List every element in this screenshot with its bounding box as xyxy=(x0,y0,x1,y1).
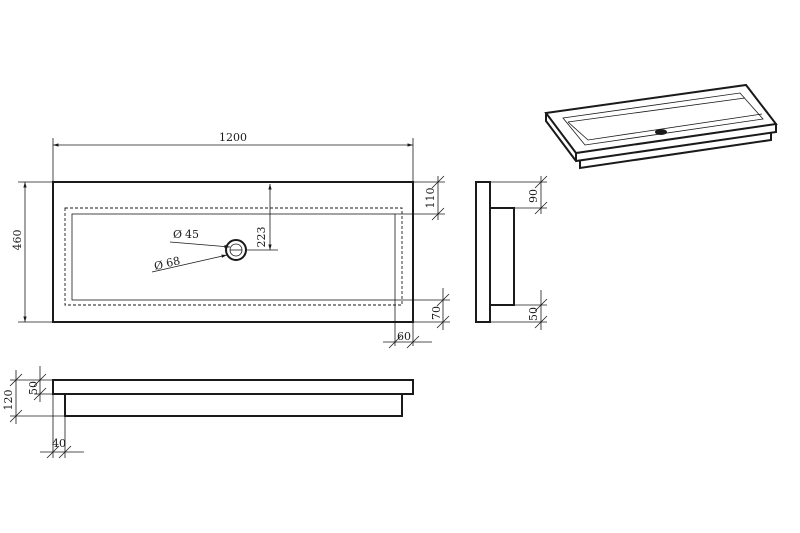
dim-side-step-label: 50 xyxy=(527,307,540,321)
dia-symbol-45: Ø xyxy=(173,228,182,241)
isometric-view xyxy=(544,83,778,170)
front-view: 120 50 40 xyxy=(2,366,414,459)
dim-rim-side: 60 xyxy=(383,300,432,349)
dim-drain-offset-label: 223 xyxy=(255,227,268,248)
dim-side-height: 90 xyxy=(490,175,548,215)
dim-total-length-label: 1200 xyxy=(219,131,247,144)
dim-side-step: 50 xyxy=(490,290,548,330)
dim-basin-bottom: 70 xyxy=(395,288,450,330)
iso-basin-wall xyxy=(567,113,763,141)
dim-rim-top-label: 110 xyxy=(424,188,437,209)
iso-basin-edge xyxy=(567,97,746,123)
dim-drain-inner-dia-label: 45 xyxy=(185,228,199,241)
dim-front-rim-height-label: 50 xyxy=(27,381,40,395)
drain-icon xyxy=(225,239,247,261)
plan-view: 1200 460 110 223 Ø 45 xyxy=(11,131,450,349)
dim-total-width: 460 xyxy=(11,181,53,323)
dim-drain-outer-dia: Ø 68 xyxy=(151,254,228,273)
dim-rim-side-label: 60 xyxy=(397,330,411,343)
dim-rim-top: 110 xyxy=(395,175,445,221)
iso-basin-opening xyxy=(562,92,764,146)
front-body xyxy=(64,393,403,417)
dim-side-height-label: 90 xyxy=(527,189,540,203)
dim-drain-offset: 223 xyxy=(246,184,278,251)
plan-outer-outline xyxy=(52,181,414,323)
dim-total-length: 1200 xyxy=(52,131,414,182)
plan-basin-dashed xyxy=(64,207,403,306)
dim-drain-outer-dia-label: 68 xyxy=(165,254,181,270)
front-rim xyxy=(52,379,414,395)
dim-total-width-label: 460 xyxy=(11,230,24,251)
iso-drain-icon xyxy=(655,129,667,135)
plan-basin-inner xyxy=(71,213,396,301)
side-body xyxy=(489,207,515,306)
side-rim xyxy=(475,181,491,323)
dim-front-rim-height: 50 xyxy=(27,366,53,402)
dim-front-step-label: 40 xyxy=(52,437,66,450)
dim-front-total-height-label: 120 xyxy=(2,390,15,411)
dia-symbol-68: Ø xyxy=(153,258,165,273)
side-view: 90 50 xyxy=(475,175,548,330)
dim-basin-bottom-label: 70 xyxy=(430,306,443,320)
dim-drain-inner-dia: Ø 45 xyxy=(169,228,231,249)
dim-front-step: 40 xyxy=(40,394,84,459)
dim-front-total-height: 120 xyxy=(2,370,65,424)
iso-body-front xyxy=(579,133,772,170)
